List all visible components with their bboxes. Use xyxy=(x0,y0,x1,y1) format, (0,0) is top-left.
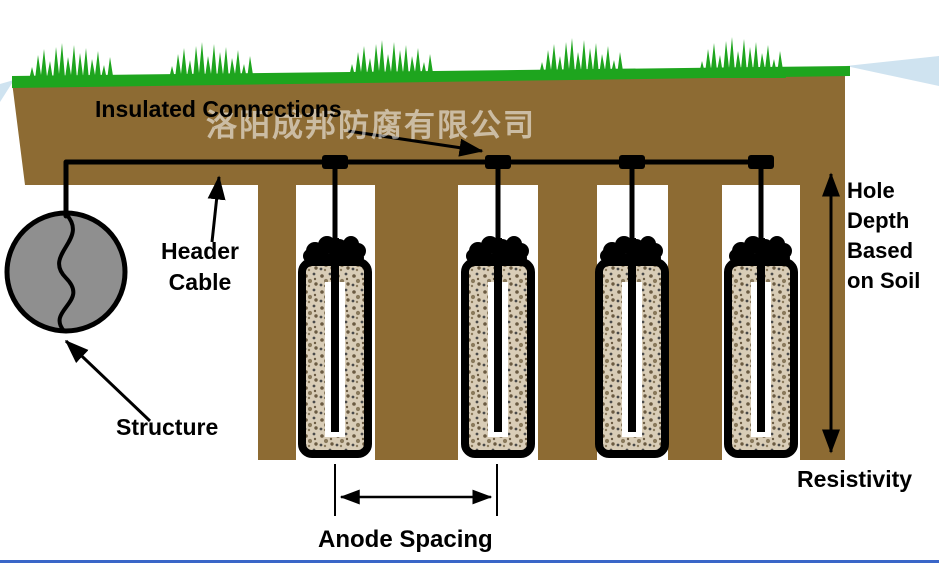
header-cable-label-line1: Header xyxy=(161,238,239,264)
hole-depth-label-line2: Depth xyxy=(847,208,910,233)
header-cable-arrow xyxy=(207,175,226,243)
anode-assembly xyxy=(728,155,794,454)
structure-label: Structure xyxy=(116,414,219,440)
header-cable-label-line2: Cable xyxy=(168,269,232,295)
sky-wedge-left xyxy=(0,80,14,102)
insulated-connections-label: Insulated Connections xyxy=(95,96,342,122)
structure-arrow xyxy=(64,339,152,423)
grass-tuft xyxy=(538,38,626,79)
insulated-connections-arrow xyxy=(347,129,484,157)
anode-assembly xyxy=(599,155,665,454)
watermark: 洛阳成邦防腐有限公司 xyxy=(206,108,536,143)
grass-tuft xyxy=(348,40,436,81)
structure-symbol xyxy=(4,210,128,334)
sky-wedge-right xyxy=(846,56,939,86)
header-cable-label: Header Cable xyxy=(148,236,252,298)
hole-depth-label-line3: Based xyxy=(847,238,914,263)
grass-tuft xyxy=(168,42,256,83)
grass-tuft xyxy=(698,37,786,78)
anode-assembly xyxy=(465,155,531,454)
hole-depth-label: Hole Depth Based on Soil xyxy=(847,176,920,296)
grass-tuft xyxy=(28,43,116,84)
anode-assembly xyxy=(302,155,368,454)
hole-depth-label-line4: on Soil xyxy=(847,268,921,293)
bottom-border xyxy=(0,560,939,563)
resistivity-label: Resistivity xyxy=(797,466,913,492)
hole-depth-label-line1: Hole xyxy=(847,178,895,203)
header-cable-line xyxy=(63,159,764,219)
anode-spacing-label: Anode Spacing xyxy=(318,526,493,553)
soil-cross-section xyxy=(12,74,845,460)
